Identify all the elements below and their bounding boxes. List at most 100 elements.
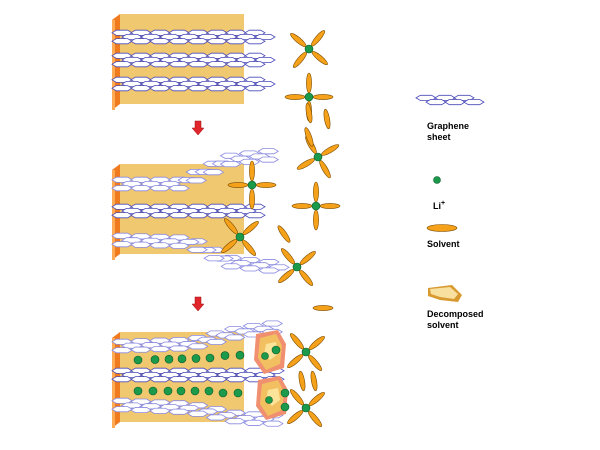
li-ion bbox=[280, 402, 290, 412]
graphene-hexagon bbox=[168, 85, 190, 92]
li-superscript: + bbox=[441, 200, 446, 207]
solvent-molecule bbox=[308, 335, 325, 351]
li-text: Li bbox=[433, 201, 441, 211]
intercalated-li-ion bbox=[191, 354, 201, 363]
graphene-hexagon bbox=[225, 376, 247, 383]
graphene-hexagon bbox=[111, 376, 133, 383]
graphene-hexagon bbox=[130, 346, 152, 353]
solvent-molecule bbox=[277, 225, 291, 243]
solvent-molecule bbox=[298, 370, 306, 392]
graphene-hexagon bbox=[219, 161, 242, 168]
graphene-hexagon bbox=[149, 185, 171, 192]
graphene-hexagon bbox=[225, 212, 247, 219]
solvent-molecule bbox=[296, 158, 315, 170]
graphene-hexagon bbox=[223, 334, 246, 341]
li-ion bbox=[301, 347, 311, 357]
down-arrow-icon bbox=[191, 296, 205, 312]
solvent-molecule bbox=[304, 127, 314, 147]
graphene-hexagon bbox=[186, 246, 208, 253]
graphene-hexagon bbox=[187, 85, 209, 92]
graphene-sheet bbox=[111, 367, 285, 383]
graphene-hexagon bbox=[262, 420, 284, 427]
intercalated-li-ion bbox=[190, 386, 200, 396]
graphene-hexagon bbox=[425, 99, 447, 106]
graphene-hexagon bbox=[205, 338, 228, 345]
solvent-molecule bbox=[227, 182, 249, 188]
intercalated-li-ion bbox=[150, 355, 160, 364]
graphene-hexagon bbox=[130, 241, 152, 248]
li-ion bbox=[311, 201, 321, 211]
solvent-molecule bbox=[313, 181, 319, 203]
solvated-li-ion bbox=[221, 218, 259, 256]
graphene-hexagon bbox=[168, 345, 190, 352]
solvent-molecule bbox=[305, 102, 313, 124]
graphene-hexagon bbox=[206, 38, 228, 45]
graphene-hexagon bbox=[225, 85, 247, 92]
solvent-molecule bbox=[319, 203, 341, 209]
intercalated-li-ion bbox=[220, 351, 230, 360]
li-ion bbox=[301, 403, 311, 413]
intercalated-li-ion bbox=[133, 355, 143, 365]
intercalated-li-ion bbox=[218, 388, 228, 398]
solvent-molecule bbox=[290, 32, 307, 48]
graphene-hexagon bbox=[239, 265, 261, 272]
graphene-hexagon bbox=[206, 376, 228, 383]
graphene-hexagon bbox=[244, 61, 266, 68]
graphene-hexagon bbox=[187, 212, 209, 219]
graphene-hexagon bbox=[111, 85, 133, 92]
solvated-ions bbox=[221, 30, 341, 427]
intercalated-li-ion bbox=[148, 386, 158, 396]
graphene-hexagon bbox=[205, 414, 228, 421]
arrow-stage-1-to-2 bbox=[191, 120, 205, 136]
graphene-hexagon bbox=[168, 185, 190, 192]
graphene-hexagon bbox=[185, 177, 208, 184]
intercalated-li-ion bbox=[205, 353, 215, 363]
graphene-hexagon bbox=[202, 169, 225, 176]
graphene-sheets bbox=[111, 29, 290, 427]
solvated-li-ion bbox=[296, 135, 340, 179]
li-ion bbox=[261, 352, 269, 360]
graphene-hexagon bbox=[238, 158, 261, 165]
current-collector-edge bbox=[112, 338, 115, 428]
legend-label-decomposed: Decomposed solvent bbox=[427, 309, 484, 330]
legend-graphene-symbol bbox=[415, 94, 485, 106]
intercalated-li-ion bbox=[204, 386, 214, 396]
intercalated-li-ion bbox=[164, 354, 174, 364]
decomposed-solvent-deposit bbox=[254, 330, 286, 374]
legend-label-graphene: Graphene sheet bbox=[427, 121, 470, 142]
graphene-hexagon bbox=[168, 212, 190, 219]
graphene-hexagon bbox=[244, 212, 266, 219]
legend-symbols bbox=[415, 94, 485, 302]
graphene-hexagon bbox=[130, 376, 152, 383]
intercalated-li-ion bbox=[235, 350, 245, 360]
solvent-molecule bbox=[287, 353, 304, 369]
graphene-hexagon bbox=[111, 38, 133, 45]
li-ion bbox=[265, 396, 273, 404]
graphene-hexagon bbox=[224, 418, 246, 425]
graphene-hexagon bbox=[244, 85, 266, 92]
graphene-hexagon bbox=[257, 156, 280, 163]
graphene-hexagon bbox=[149, 242, 171, 249]
intercalated-li-ion bbox=[177, 354, 187, 364]
graphene-hexagon bbox=[111, 406, 133, 413]
solvated-li-ion bbox=[291, 181, 341, 231]
solvent-molecule bbox=[255, 182, 277, 188]
solvent-molecule bbox=[284, 94, 306, 100]
solvated-li-ion bbox=[278, 248, 316, 286]
solvent-molecule bbox=[306, 72, 312, 94]
graphene-hexagon bbox=[244, 38, 266, 45]
graphene-sheet bbox=[111, 203, 266, 219]
arrow-stage-2-to-3 bbox=[191, 296, 205, 312]
solvent-molecule bbox=[287, 409, 304, 425]
graphene-hexagon bbox=[257, 148, 280, 155]
graphene-hexagon bbox=[111, 185, 133, 192]
graphene-hexagon bbox=[149, 212, 171, 219]
solvent-molecule bbox=[321, 144, 340, 156]
solvent-molecule bbox=[289, 333, 305, 350]
solvent-molecule bbox=[323, 108, 331, 130]
solvent-molecule bbox=[312, 94, 334, 100]
graphene-hexagon bbox=[130, 61, 152, 68]
li-ion bbox=[247, 180, 257, 190]
li-ion bbox=[313, 152, 323, 162]
graphene-hexagon bbox=[168, 376, 190, 383]
